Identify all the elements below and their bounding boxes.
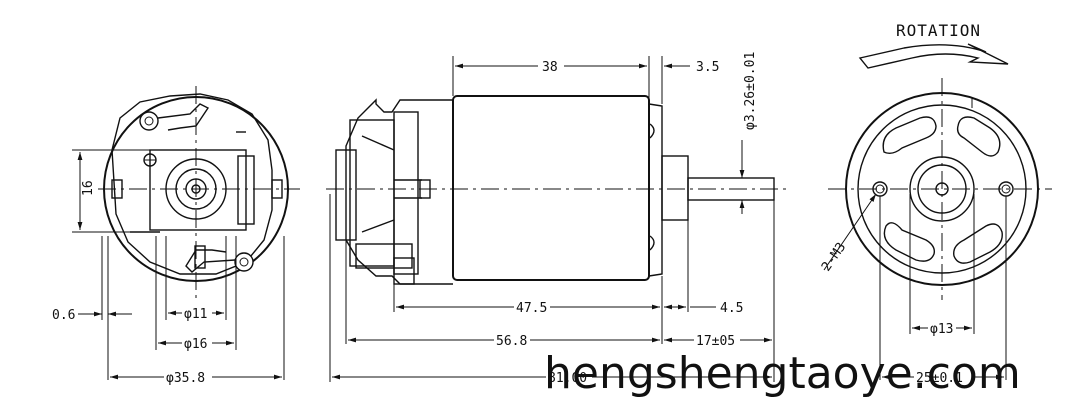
dim-height-16: 16 xyxy=(81,180,96,196)
dim-47-5: 47.5 xyxy=(516,301,547,316)
front-end-view: ROTATION 2-M3 φ13 25±0.1 xyxy=(819,21,1052,386)
terminal-bottom xyxy=(234,252,254,272)
terminal-top xyxy=(139,111,159,131)
dim-gap-0.6: 0.6 xyxy=(52,308,75,323)
dim-4-5: 4.5 xyxy=(720,301,743,316)
watermark-text: hengshengtaoye.com xyxy=(544,348,1021,399)
dim-d13: φ13 xyxy=(930,322,953,337)
motor-can xyxy=(452,95,650,281)
terminal-top-lead xyxy=(157,103,210,131)
terminal-block xyxy=(355,243,413,269)
vent-slot-4 xyxy=(953,223,1003,264)
rear-end-view: 16 0.6 φ11 φ16 φ35.8 xyxy=(52,86,300,386)
front-bearing-boss xyxy=(661,155,689,221)
dim-d11: φ11 xyxy=(184,307,207,322)
dim-overall: 81.00 xyxy=(548,371,587,386)
dim-d16: φ16 xyxy=(184,337,207,352)
dim-screws: 2-M3 xyxy=(819,240,849,274)
rear-endcap-side xyxy=(345,98,453,285)
vent-slot-2 xyxy=(956,116,1001,157)
rear-spring xyxy=(194,245,206,269)
rear-tab-right xyxy=(271,179,283,199)
rotation-arrow xyxy=(858,43,1009,69)
rear-brush-holder xyxy=(237,155,255,225)
dim-hole-spacing: 25±0.1 xyxy=(916,371,963,386)
side-view: 38 3.5 φ3.26±0.01 47.5 4.5 56.8 17 xyxy=(326,52,790,386)
can-front-face xyxy=(648,103,663,277)
dim-3-5: 3.5 xyxy=(696,60,719,75)
endcap-rim xyxy=(393,111,419,275)
vent-slot-3 xyxy=(883,222,936,262)
rotation-label: ROTATION xyxy=(896,21,981,40)
terminal-bottom-lead xyxy=(185,249,236,273)
dim-56-8: 56.8 xyxy=(496,334,527,349)
dim-d35-8: φ35.8 xyxy=(166,371,205,386)
dim-shaft-length: 17±05 xyxy=(696,334,735,349)
rear-endcap-outline xyxy=(111,93,273,275)
vent-slot-1 xyxy=(882,116,937,155)
rear-brush-frame xyxy=(149,149,247,231)
dim-body-38: 38 xyxy=(542,60,558,75)
dim-shaft-dia: φ3.26±0.01 xyxy=(743,52,758,130)
